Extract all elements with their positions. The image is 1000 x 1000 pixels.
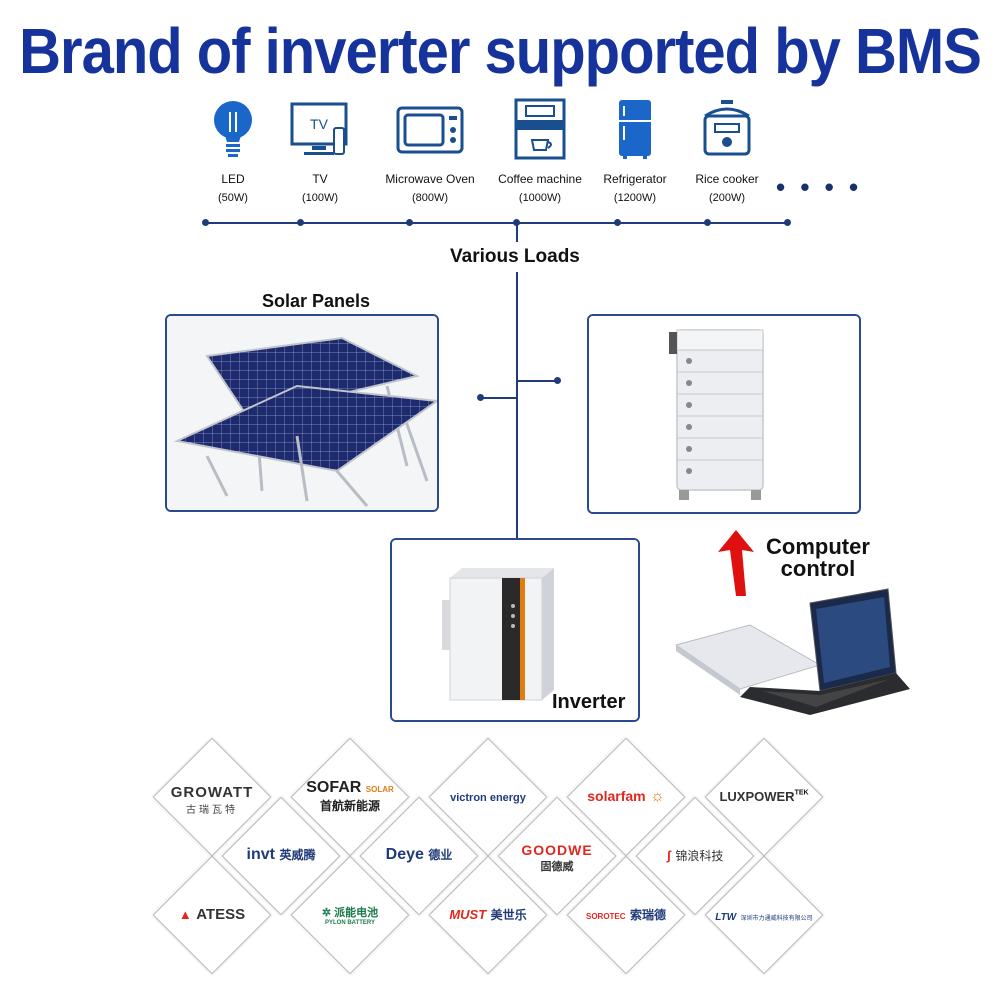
load-name: Refrigerator xyxy=(603,172,667,186)
load-name: Coffee machine xyxy=(498,172,582,186)
trunk-line-top xyxy=(516,224,518,242)
inverter-label: Inverter xyxy=(552,691,626,713)
logo-solarfam: solarfam ☼ xyxy=(561,788,691,806)
battery-box xyxy=(587,314,861,514)
sorotec-name: SOROTEC xyxy=(585,912,626,921)
load-name: Microwave Oven xyxy=(385,172,475,186)
load-watt: (1200W) xyxy=(613,192,657,204)
branch-battery xyxy=(518,380,558,382)
solar-label: Solar Panels xyxy=(262,291,371,311)
logo-invt: invt 英威腾 xyxy=(216,846,346,864)
sorotec-cn: 索瑞德 xyxy=(630,908,667,922)
ltw-name: LTW xyxy=(715,912,737,923)
bus-node xyxy=(784,219,791,226)
goodwe-cn: 固德威 xyxy=(540,861,574,873)
battery-image xyxy=(589,316,859,512)
logo-growatt: GROWATT 古瑞瓦特 xyxy=(147,784,277,816)
atess-name: ATESS xyxy=(196,906,246,923)
deye-name: Deye xyxy=(385,846,424,863)
logo-deye: Deye 德业 xyxy=(354,846,484,864)
load-watt: (1000W) xyxy=(518,192,562,204)
branch-node xyxy=(477,394,484,401)
bus-node xyxy=(297,219,304,226)
invt-name: invt xyxy=(246,846,275,863)
solarfam-name: solarfam xyxy=(587,788,646,804)
bus-node xyxy=(202,219,209,226)
luxpower-tag: TEK xyxy=(794,789,809,797)
load-name: Rice cooker xyxy=(695,172,759,186)
goodwe-name: GOODWE xyxy=(521,842,593,858)
bulb-icon xyxy=(214,101,252,157)
trunk-line xyxy=(516,272,518,540)
load-watt: (200W) xyxy=(708,192,746,204)
tv-icon: TV xyxy=(290,102,348,155)
flame-icon: ▲ xyxy=(178,907,192,922)
growatt-name: GROWATT xyxy=(170,784,254,801)
branch-solar xyxy=(480,397,518,399)
deye-cn: 德业 xyxy=(428,848,453,862)
luxpower-name: LUXPOWER xyxy=(719,789,795,804)
jinlang-mark-icon: ʃ xyxy=(666,848,671,863)
tv-icon-text: TV xyxy=(310,116,329,132)
logo-luxpower: LUXPOWERTEK xyxy=(699,788,829,806)
logo-sofar: SOFAR SOLAR 首航新能源 xyxy=(285,779,415,814)
must-name: MUST xyxy=(449,907,487,922)
solar-panel-image xyxy=(167,316,437,510)
load-bus-line xyxy=(205,222,788,224)
load-watt: (800W) xyxy=(411,192,449,204)
sofar-sub: 首航新能源 xyxy=(319,799,380,813)
logo-ltw: LTW 深圳市力通威科技有限公司 xyxy=(699,907,829,925)
rice-cooker-icon xyxy=(703,100,751,156)
load-name: LED xyxy=(221,172,245,186)
load-led: LED (50W) xyxy=(178,98,288,204)
load-microwave: Microwave Oven (800W) xyxy=(375,98,485,204)
logo-sorotec: SOROTEC 索瑞德 xyxy=(561,906,691,924)
logo-atess: ▲ ATESS xyxy=(147,906,277,924)
bus-node xyxy=(406,219,413,226)
computer-control-label: Computer control xyxy=(766,536,870,580)
logo-goodwe: GOODWE 固德威 xyxy=(492,842,622,874)
jinlang-cn: 锦浪科技 xyxy=(675,849,724,863)
load-watt: (50W) xyxy=(218,192,248,204)
bus-node xyxy=(704,219,711,226)
computer-label-line1: Computer xyxy=(766,534,870,559)
solar-panels-box xyxy=(165,314,439,512)
microwave-icon xyxy=(396,106,464,154)
sofar-tag: SOLAR xyxy=(365,785,394,794)
victron-name: victron energy xyxy=(450,792,526,804)
growatt-sub: 古瑞瓦特 xyxy=(186,805,238,816)
load-tv: TV TV (100W) xyxy=(265,98,375,204)
logo-victron: victron energy xyxy=(423,788,553,806)
bus-node xyxy=(614,219,621,226)
inverter-box xyxy=(390,538,640,722)
coffee-machine-icon xyxy=(514,98,566,160)
page-title: Brand of inverter supported by BMS xyxy=(19,15,982,88)
pylon-sub: PYLON BATTERY xyxy=(324,920,375,926)
logo-must: MUST 美世乐 xyxy=(423,906,553,924)
invt-cn: 英威腾 xyxy=(279,848,316,862)
load-watt: (100W) xyxy=(301,192,339,204)
computer-label-line2: control xyxy=(780,556,856,581)
ellipsis: • • • • xyxy=(776,172,863,202)
inverter-image xyxy=(392,540,638,720)
bus-node xyxy=(513,219,520,226)
logo-jinlang: ʃ 锦浪科技 xyxy=(630,847,760,865)
sun-icon: ☼ xyxy=(650,788,665,805)
up-arrow-icon xyxy=(718,530,754,596)
load-rice-cooker: Rice cooker (200W) xyxy=(672,98,782,204)
load-refrigerator: Refrigerator (1200W) xyxy=(580,98,690,204)
ltw-cn: 深圳市力通威科技有限公司 xyxy=(740,916,813,922)
pylon-name: 派能电池 xyxy=(334,907,379,919)
load-coffee: Coffee machine (1000W) xyxy=(485,98,595,204)
logo-pylon: ✲ 派能电池 PYLON BATTERY xyxy=(285,904,415,926)
load-name: TV xyxy=(312,172,328,186)
sofar-name: SOFAR xyxy=(306,779,362,796)
laptops-image xyxy=(674,588,910,715)
loads-label: Various Loads xyxy=(450,246,580,267)
pylon-leaf-icon: ✲ xyxy=(321,907,332,919)
refrigerator-icon xyxy=(619,100,651,159)
must-cn: 美世乐 xyxy=(490,908,527,922)
branch-node xyxy=(554,377,561,384)
